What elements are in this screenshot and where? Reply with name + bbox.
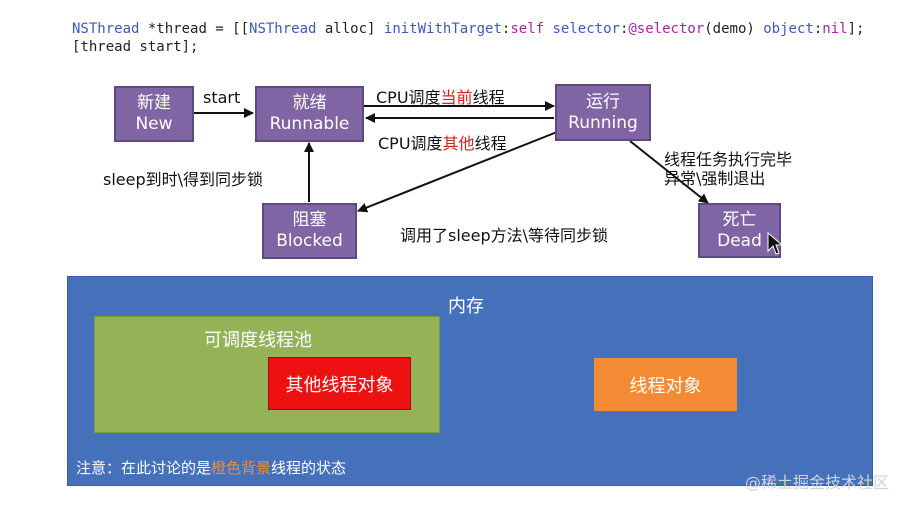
arrow-running-to-blocked — [357, 131, 558, 213]
state-new: 新建 New — [114, 86, 194, 142]
code-token: NSThread — [249, 21, 317, 37]
memory-title: 内存 — [448, 296, 484, 317]
thread-object-label: 线程对象 — [629, 375, 702, 397]
thread-object: 线程对象 — [594, 358, 737, 411]
label-done-2: 异常\强制退出 — [664, 169, 766, 188]
label-cpu-other-hl: 其他 — [442, 134, 475, 153]
code-token: : — [619, 21, 629, 37]
state-dead: 死亡 Dead — [698, 203, 781, 258]
state-running: 运行 Running — [555, 84, 651, 141]
state-new-en: New — [135, 114, 173, 134]
state-runnable-en: Runnable — [269, 114, 350, 134]
memory-note-hl: 橙色背景 — [211, 459, 272, 477]
state-runnable-cn: 就绪 — [292, 93, 327, 113]
label-cpu-current-suffix: 线程 — [472, 88, 505, 107]
state-blocked: 阻塞 Blocked — [262, 203, 357, 259]
code-token: NSThread — [72, 21, 140, 37]
code-token: (demo) — [704, 21, 764, 37]
label-start: start — [203, 88, 241, 107]
label-done-1: 线程任务执行完毕 — [664, 150, 793, 169]
label-cpu-other: CPU调度其他线程 — [378, 130, 507, 154]
other-thread-objects-label: 其他线程对象 — [285, 374, 394, 396]
label-cpu-current-prefix: CPU调度 — [376, 88, 441, 107]
state-blocked-cn: 阻塞 — [292, 210, 327, 230]
label-sleep-wake: sleep到时\得到同步锁 — [103, 170, 264, 189]
code-token: selector — [552, 21, 620, 37]
state-runnable: 就绪 Runnable — [255, 86, 364, 142]
label-cpu-current-hl: 当前 — [440, 88, 473, 107]
memory-note-suffix: 线程的状态 — [271, 459, 347, 477]
code-token: self — [510, 21, 545, 37]
code-token: nil — [822, 21, 848, 37]
label-cpu-other-prefix: CPU调度 — [378, 134, 443, 153]
state-running-cn: 运行 — [586, 91, 620, 112]
code-token: initWithTarget — [383, 21, 502, 37]
state-dead-en: Dead — [717, 230, 762, 251]
memory-note-prefix: 注意：在此讨论的是 — [76, 459, 212, 477]
memory-note: 注意：在此讨论的是橙色背景线程的状态 — [76, 457, 346, 478]
watermark: @稀土掘金技术社区 — [744, 473, 889, 492]
state-running-en: Running — [568, 112, 638, 133]
label-cpu-current: CPU调度当前线程 — [376, 84, 505, 108]
code-token: ]; — [847, 21, 865, 37]
code-token: object — [763, 21, 814, 37]
state-blocked-en: Blocked — [276, 231, 343, 251]
other-thread-objects: 其他线程对象 — [268, 357, 411, 410]
code-token: : — [501, 21, 511, 37]
state-new-cn: 新建 — [137, 93, 171, 113]
label-cpu-other-suffix: 线程 — [474, 134, 507, 153]
code-token: @selector — [628, 21, 705, 37]
state-dead-cn: 死亡 — [722, 209, 757, 230]
mouse-cursor-icon — [767, 231, 784, 255]
code-token: alloc] — [316, 21, 384, 37]
code-line-1: NSThread *thread = [[NSThread alloc] ini… — [72, 20, 864, 38]
thread-pool-title: 可调度线程池 — [204, 330, 312, 351]
code-line-2: [thread start]; — [72, 39, 199, 55]
code-token: : — [813, 21, 823, 37]
label-sleep-call: 调用了sleep方法\等待同步锁 — [400, 226, 609, 245]
code-token: *thread = [[ — [139, 21, 250, 37]
arrow-running-to-dead — [629, 140, 709, 204]
